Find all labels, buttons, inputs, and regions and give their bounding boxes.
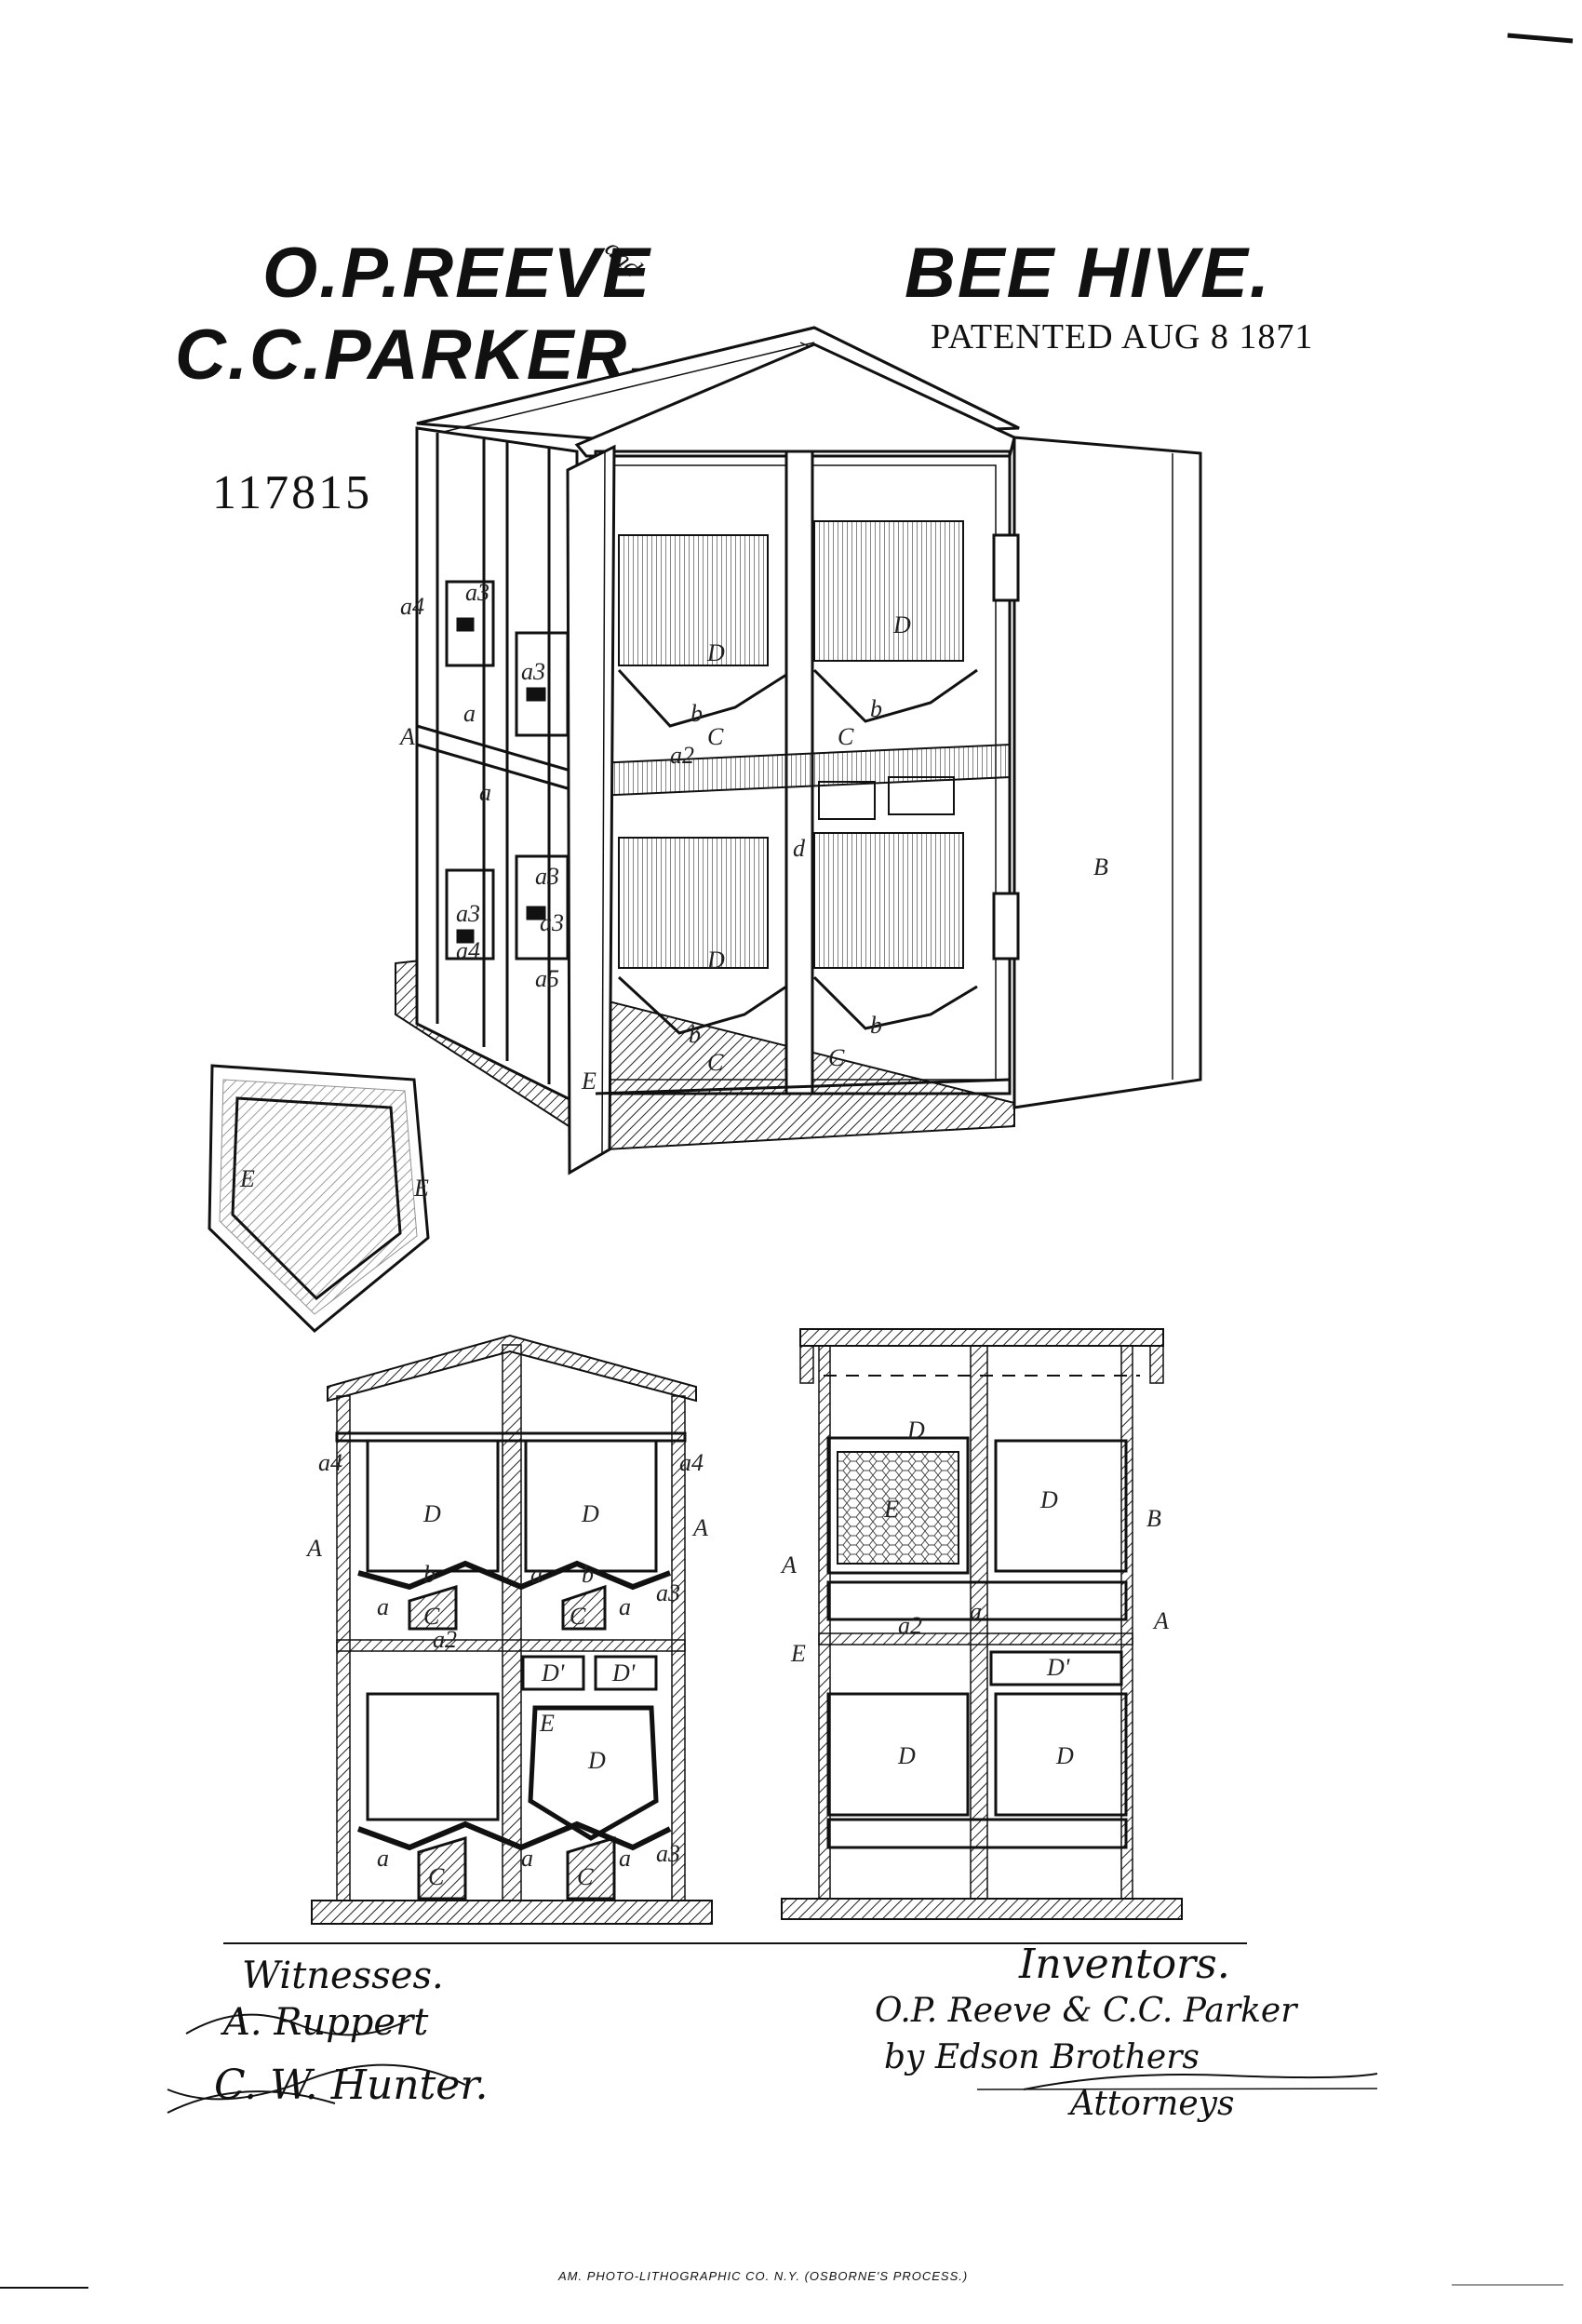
side-section-labels: D E D A B A a2 a E D' D D <box>780 1417 1169 1769</box>
perspective-view <box>395 326 1202 1175</box>
label-a3: a3 <box>456 900 480 927</box>
label-A: A <box>691 1514 708 1541</box>
label-A: A <box>398 723 415 750</box>
label-E: E <box>790 1640 806 1667</box>
label-a3: a3 <box>535 863 559 890</box>
label-a: a <box>619 1845 631 1872</box>
label-a2: a2 <box>670 742 694 769</box>
label-a: a <box>970 1598 982 1625</box>
label-a: a <box>377 1593 389 1620</box>
label-C: C <box>707 723 724 750</box>
frame-label-E: E <box>239 1165 255 1192</box>
label-D-prime: D' <box>541 1659 565 1686</box>
signature-flourishes <box>167 2013 1378 2114</box>
label-D: D <box>892 611 911 638</box>
patent-number: 117815 <box>212 466 373 519</box>
label-a3: a3 <box>656 1579 680 1606</box>
witness-1-signature: A. Ruppert <box>223 2001 429 2044</box>
label-D: D <box>581 1500 599 1527</box>
label-a2: a2 <box>898 1612 922 1639</box>
label-b: b <box>870 1012 882 1039</box>
label-a3: a3 <box>521 658 545 685</box>
label-D-prime: D' <box>1046 1654 1070 1681</box>
label-C: C <box>838 723 854 750</box>
label-D: D <box>706 639 725 666</box>
label-b: b <box>870 695 882 722</box>
label-A: A <box>1152 1607 1169 1634</box>
label-a: a <box>377 1845 389 1872</box>
patent-date: PATENTED AUG 8 1871 <box>931 317 1314 356</box>
patent-title: BEE HIVE. <box>905 234 1271 313</box>
label-B: B <box>1146 1505 1161 1532</box>
label-a: a <box>619 1593 631 1620</box>
label-D-prime: D' <box>611 1659 636 1686</box>
label-a3: a3 <box>465 579 489 606</box>
label-C: C <box>577 1863 594 1890</box>
label-b: b <box>582 1561 594 1588</box>
inventor-1-name: O.P.REEVE <box>262 234 651 313</box>
label-a: a <box>521 1845 533 1872</box>
label-D: D <box>897 1742 916 1769</box>
inventors-label: Inventors. <box>1019 1941 1230 1988</box>
label-B: B <box>1093 853 1108 880</box>
label-a3: a3 <box>656 1840 680 1867</box>
frame-label-E: E <box>413 1175 429 1202</box>
label-b: b <box>690 700 703 727</box>
lithographer-credit: AM. PHOTO-LITHOGRAPHIC CO. N.Y. (OSBORNE… <box>558 2269 969 2283</box>
side-section-view <box>781 1328 1183 1920</box>
by-attorneys-line: by Edson Brothers <box>884 2038 1200 2076</box>
label-E: E <box>581 1068 597 1095</box>
perspective-labels: a4 a3 a3 a A a a3 a3 a3 a4 a5 B b C D D … <box>398 579 1108 1095</box>
label-b: b <box>423 1561 436 1588</box>
front-section-labels: a4 a4 A A D D b b a a a a3 C C a2 D' D' … <box>305 1449 708 1890</box>
label-a2: a2 <box>433 1626 457 1653</box>
label-a5: a5 <box>535 965 559 992</box>
comb-frame-figure <box>208 1064 430 1334</box>
label-a4: a4 <box>318 1449 342 1476</box>
corner-mark <box>1507 33 1574 44</box>
label-C: C <box>707 1049 724 1076</box>
label-D: D <box>1055 1742 1074 1769</box>
label-a4: a4 <box>456 937 480 964</box>
label-D: D <box>587 1747 606 1774</box>
label-a4: a4 <box>400 593 424 620</box>
inventor-2-name: C.C.PARKER. <box>175 316 650 395</box>
witnesses-label: Witnesses. <box>242 1955 444 1997</box>
label-d: d <box>793 835 806 862</box>
label-A: A <box>780 1552 797 1578</box>
label-a4: a4 <box>679 1449 704 1476</box>
label-D: D <box>422 1500 441 1527</box>
label-E: E <box>883 1496 899 1523</box>
label-C: C <box>428 1863 445 1890</box>
inventors-signature: O.P. Reeve & C.C. Parker <box>875 1992 1297 2030</box>
label-a: a <box>463 700 476 727</box>
front-section-view <box>311 1334 713 1925</box>
label-b: b <box>689 1021 701 1048</box>
label-D: D <box>706 947 725 974</box>
label-a: a <box>530 1561 543 1588</box>
label-A: A <box>305 1535 322 1562</box>
witness-2-signature: C. W. Hunter. <box>214 2062 489 2109</box>
label-a: a <box>479 779 491 806</box>
label-C: C <box>570 1603 586 1630</box>
label-C: C <box>828 1044 845 1071</box>
attorneys-signature: Attorneys <box>1070 2085 1235 2123</box>
label-a3: a3 <box>540 909 564 936</box>
label-D: D <box>1039 1486 1058 1513</box>
label-E: E <box>539 1710 555 1737</box>
label-D: D <box>906 1417 925 1444</box>
label-C: C <box>423 1603 440 1630</box>
